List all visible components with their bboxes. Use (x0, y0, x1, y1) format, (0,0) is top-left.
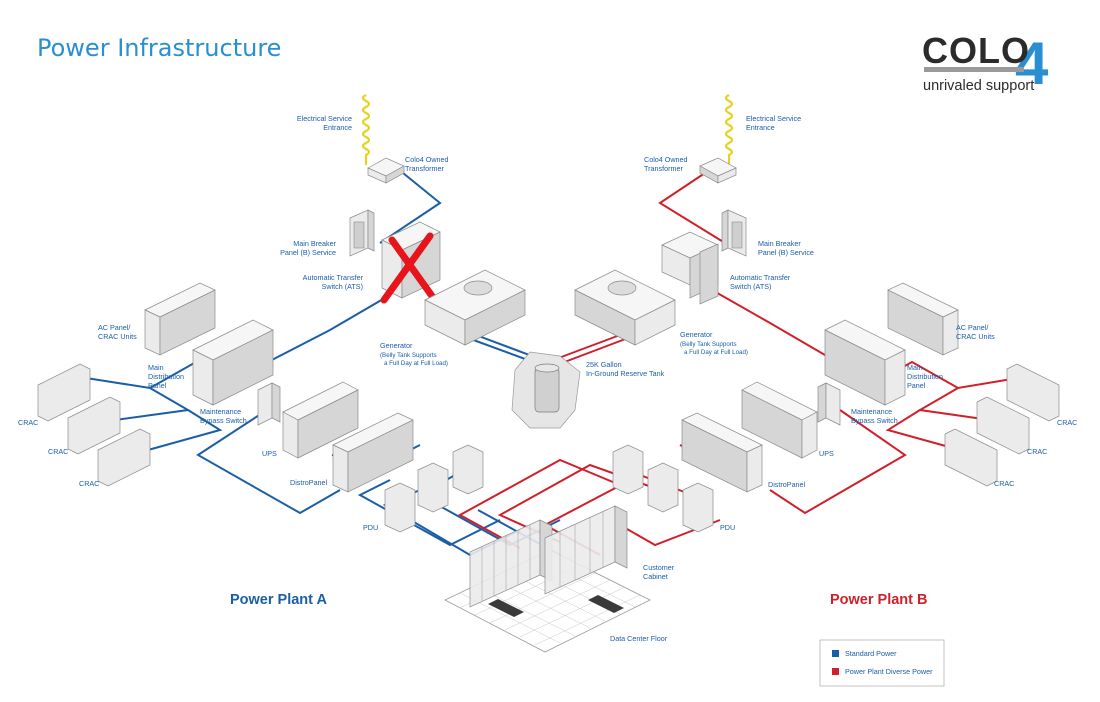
label-customer-cabinet-l2: Cabinet (643, 572, 668, 581)
label-maintenance-bypass-b-l2: Bypass Switch (851, 416, 898, 425)
main-distribution-panel-a (192, 319, 274, 406)
label-crac-b-2: CRAC (1027, 447, 1047, 456)
label-ats-b-l2: Switch (ATS) (730, 282, 771, 291)
label-crac-a-3: CRAC (79, 479, 99, 488)
label-main-breaker-b-l2: Panel (B) Service (758, 248, 814, 257)
logo-bar (924, 67, 1024, 72)
label-ac-panel-a-l1: AC Panel/ (98, 323, 130, 332)
ups-a (282, 381, 359, 459)
transformer-a (367, 157, 405, 184)
label-generator-b-l2: (Belly Tank Supports (680, 341, 737, 348)
label-maintenance-bypass-a-l2: Bypass Switch (200, 416, 247, 425)
ats-b (661, 231, 719, 305)
maintenance-bypass-a (257, 382, 281, 426)
label-service-entrance-b-l1: Electrical Service (746, 114, 801, 123)
label-transformer-a-l2: Transformer (405, 164, 444, 173)
logo-word: COLO (922, 30, 1030, 71)
label-generator-b-l1: Generator (680, 330, 713, 339)
label-crac-b-1: CRAC (1057, 418, 1077, 427)
label-main-distribution-a-l2: Distribution (148, 372, 184, 381)
label-ats-a-l1: Automatic Transfer (303, 273, 364, 282)
ac-panel-b (887, 282, 959, 356)
label-service-entrance-a-l1: Electrical Service (297, 114, 352, 123)
ats-a (381, 221, 441, 299)
maintenance-bypass-b (817, 382, 841, 426)
label-transformer-b-l1: Colo4 Owned (644, 155, 688, 164)
plant-b-title: Power Plant B (830, 592, 928, 608)
legend-swatch-diverse (832, 668, 839, 675)
pdu-a-units (384, 444, 484, 533)
label-generator-a-l1: Generator (380, 341, 413, 350)
plant-a-labels: Electrical Service Entrance Colo4 Owned … (18, 114, 449, 532)
label-main-distribution-a-l3: Panel (148, 381, 167, 390)
transformer-b (699, 157, 737, 184)
legend-box (819, 639, 945, 687)
label-customer-cabinet-l1: Customer (643, 563, 675, 572)
ups-b (741, 381, 818, 459)
label-main-breaker-a-l2: Panel (B) Service (280, 248, 336, 257)
label-ups-a: UPS (262, 449, 277, 458)
legend-label-diverse: Power Plant Diverse Power (845, 667, 933, 676)
crac-units-b (944, 363, 1060, 487)
label-ac-panel-b-l1: AC Panel/ (956, 323, 988, 332)
label-crac-a-2: CRAC (48, 447, 68, 456)
failure-x-icon (380, 232, 436, 304)
label-data-center-floor: Data Center Floor (610, 634, 668, 643)
crac-units-a (37, 363, 151, 487)
reserve-tank (511, 351, 581, 429)
label-main-distribution-b-l1: Main (907, 363, 923, 372)
label-maintenance-bypass-a-l1: Maintenance (200, 407, 241, 416)
legend-swatch-standard (832, 650, 839, 657)
label-reserve-tank-l2: In-Ground Reserve Tank (586, 369, 665, 378)
page-title: Power Infrastructure (37, 34, 281, 62)
ac-panel-a (144, 282, 216, 356)
label-ups-b: UPS (819, 449, 834, 458)
label-service-entrance-a-l2: Entrance (323, 123, 352, 132)
label-ats-b-l1: Automatic Transfer (730, 273, 791, 282)
generator-a (424, 269, 526, 346)
logo-tagline: unrivaled support (923, 78, 1034, 94)
label-generator-a-l3: a Full Day at Full Load) (384, 360, 448, 367)
service-entrance-coil-a (361, 94, 371, 165)
label-main-distribution-b-l2: Distribution (907, 372, 943, 381)
distro-panel-a (332, 412, 414, 493)
label-pdu-a: PDU (363, 523, 378, 532)
label-ac-panel-a-l2: CRAC Units (98, 332, 137, 341)
logo-digit: 4 (1015, 30, 1049, 97)
label-pdu-b: PDU (720, 523, 735, 532)
plant-b-labels: Electrical Service Entrance Colo4 Owned … (644, 114, 1077, 532)
label-crac-b-3: CRAC (994, 479, 1014, 488)
generator-b (574, 269, 676, 346)
legend: Standard Power Power Plant Diverse Power (819, 639, 945, 687)
legend-label-standard: Standard Power (845, 649, 897, 658)
label-maintenance-bypass-b-l1: Maintenance (851, 407, 892, 416)
distro-panel-b (681, 412, 763, 493)
label-ac-panel-b-l2: CRAC Units (956, 332, 995, 341)
label-transformer-a-l1: Colo4 Owned (405, 155, 449, 164)
label-generator-a-l2: (Belly Tank Supports (380, 352, 437, 359)
label-service-entrance-b-l2: Entrance (746, 123, 775, 132)
label-transformer-b-l2: Transformer (644, 164, 683, 173)
label-crac-a-1: CRAC (18, 418, 38, 427)
customer-cabinets (469, 505, 628, 608)
pdu-b-units (612, 444, 714, 533)
plant-a-title: Power Plant A (230, 592, 327, 608)
colo4-logo: 4 COLO unrivaled support (922, 30, 1049, 97)
label-generator-b-l3: a Full Day at Full Load) (684, 349, 748, 356)
label-distro-panel-b: DistroPanel (768, 480, 806, 489)
label-reserve-tank-l1: 25K Gallon (586, 360, 622, 369)
label-main-breaker-a-l1: Main Breaker (293, 239, 336, 248)
label-distro-panel-a: DistroPanel (290, 478, 328, 487)
service-entrance-coil-b (724, 94, 734, 165)
label-main-distribution-a-l1: Main (148, 363, 164, 372)
label-main-distribution-b-l3: Panel (907, 381, 926, 390)
main-breaker-panel-b (721, 209, 747, 257)
main-breaker-panel-a (349, 209, 375, 257)
label-ats-a-l2: Switch (ATS) (322, 282, 363, 291)
label-main-breaker-b-l1: Main Breaker (758, 239, 801, 248)
main-distribution-panel-b (824, 319, 906, 406)
